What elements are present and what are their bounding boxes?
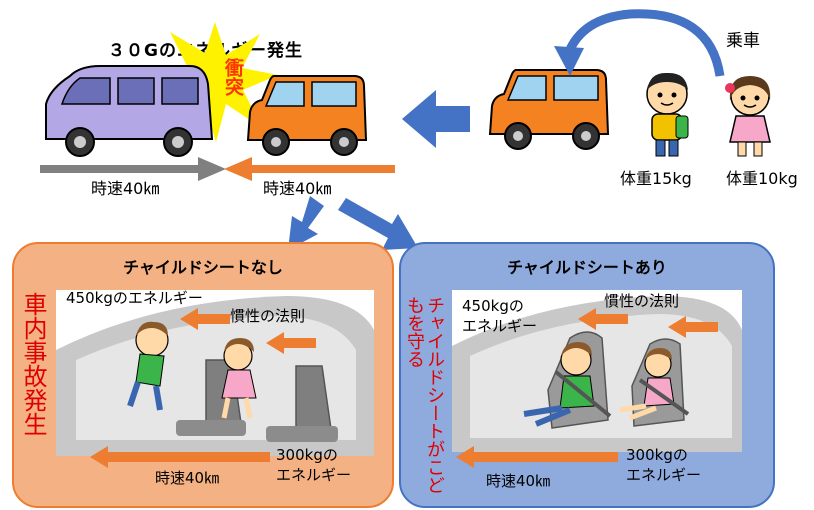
left-inertia: 慣性の法則 (230, 307, 306, 325)
inertia-arrow-girl-left-icon (266, 332, 316, 354)
right-energy-boy: 450kgの エネルギー (462, 297, 538, 335)
panel-right-title: チャイルドシートあり (507, 258, 667, 277)
speed-label-right: 時速40㎞ (263, 179, 332, 198)
panel-left-title: チャイルドシートなし (123, 258, 283, 277)
orange-car-crash-icon (246, 75, 368, 156)
right-scene (452, 290, 742, 452)
boarding-label: 乗車 (726, 31, 760, 51)
left-side-text: 車内事故発生 (19, 292, 47, 436)
impact-label: 衝突 (222, 58, 244, 96)
speed-arrow-left-panel-icon (90, 446, 270, 468)
left-speed: 時速40㎞ (155, 469, 220, 487)
boy-icon (646, 72, 689, 157)
girl-icon (725, 76, 771, 157)
weight-girl-label: 体重10kg (726, 169, 798, 188)
curved-boarding-arrow-icon (554, 9, 725, 77)
speed-label-left: 時速40㎞ (91, 179, 160, 198)
blue-branch-arrows-icon (288, 196, 418, 250)
right-inertia: 慣性の法則 (604, 292, 680, 310)
speed-arrow-right-panel-icon (456, 446, 618, 468)
left-energy-boy: 450kgのエネルギー (66, 289, 203, 307)
inertia-arrow-boy-right-icon (578, 308, 628, 330)
right-energy-girl: 300kgの エネルギー (626, 446, 702, 484)
purple-van-icon (45, 65, 214, 157)
inertia-arrow-boy-left-icon (180, 308, 230, 330)
inertia-arrow-girl-right-icon (668, 316, 718, 338)
right-speed: 時速40㎞ (486, 472, 551, 490)
car-interior-with-seat-icon (452, 296, 742, 452)
speed-arrows-icon (40, 157, 395, 181)
left-energy-girl: 300kgの エネルギー (276, 446, 352, 484)
weight-boy-label: 体重15kg (620, 169, 692, 188)
blue-left-arrow-icon (402, 90, 470, 148)
orange-car-parked-icon (488, 69, 610, 150)
right-side-text: チャイルドシートがこどもを守る (404, 296, 445, 494)
